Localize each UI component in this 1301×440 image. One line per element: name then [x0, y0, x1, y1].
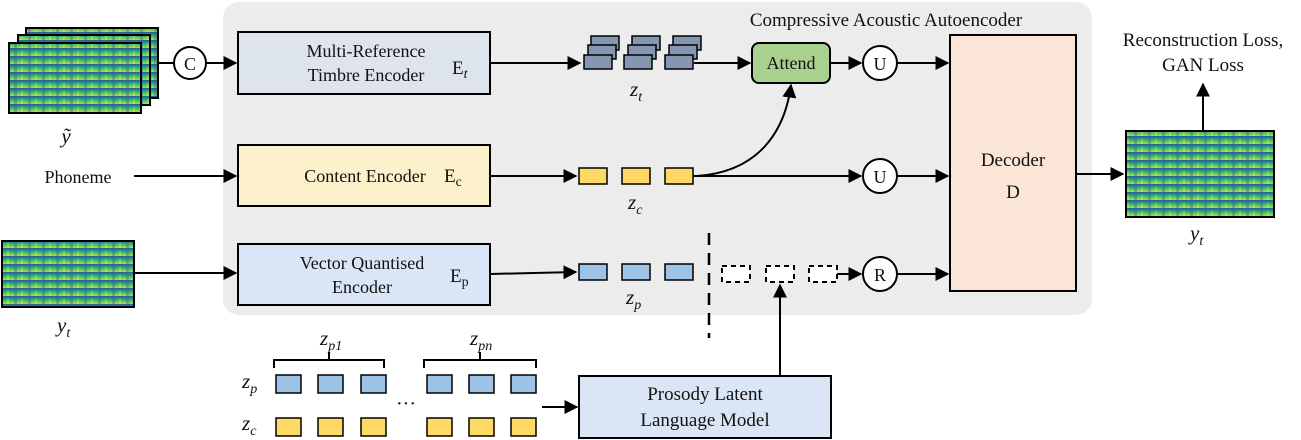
prosody-lm-line2: Language Model — [640, 410, 769, 431]
target-spectrogram — [1, 240, 135, 308]
attend-label: Attend — [767, 53, 816, 73]
zc-tokens — [578, 167, 694, 185]
vq-encoder-symbol: Ep — [450, 266, 469, 290]
panel-title: Compressive Acoustic Autoencoder — [750, 10, 1023, 31]
vq-encoder-box — [237, 243, 491, 306]
lm-row-zc-label: zc — [241, 411, 257, 439]
decoder-line1: Decoder — [981, 150, 1046, 171]
content-encoder-symbol: Ec — [444, 166, 462, 190]
zpn-label: zpn — [469, 326, 492, 354]
reference-label: ỹ — [59, 124, 71, 148]
content-encoder-line1: Content Encoder — [304, 166, 425, 186]
output-label: yt — [1188, 221, 1204, 249]
loss-line2: GAN Loss — [1162, 55, 1244, 76]
reference-spectrogram-stack — [8, 27, 159, 114]
lm-ellipsis: ··· — [396, 393, 416, 415]
vq-encoder-line2: Encoder — [332, 277, 392, 297]
repeat-label: R — [874, 265, 886, 285]
zt-tokens — [583, 35, 702, 70]
output-spectrogram — [1125, 130, 1275, 218]
zt-label: zt — [629, 77, 643, 105]
brace-zp1 — [273, 352, 385, 368]
timbre-encoder-symbol: Et — [452, 58, 469, 82]
vq-encoder-line1: Vector Quantised — [300, 253, 424, 273]
lm-zc-tokens — [275, 417, 537, 437]
prosody-lm-line1: Prosody Latent — [647, 384, 763, 405]
lm-row-zp-label: zp — [241, 369, 257, 397]
upsample-top-label: U — [874, 54, 887, 74]
zp-label: zp — [625, 285, 641, 313]
decoder-line2: D — [1006, 182, 1020, 203]
zc-label: zc — [627, 190, 643, 218]
predicted-tokens — [721, 265, 838, 283]
timbre-encoder-box — [237, 31, 491, 95]
loss-line1: Reconstruction Loss, — [1123, 30, 1283, 51]
target-input-label: yt — [55, 313, 71, 341]
upsample-middle-label: U — [874, 167, 887, 187]
lm-zp-tokens — [275, 374, 537, 394]
prosody-lm-box — [578, 375, 832, 439]
brace-zpn — [423, 352, 537, 368]
timbre-encoder-line1: Multi-Reference — [307, 41, 426, 61]
content-encoder-box — [237, 144, 491, 207]
phoneme-label: Phoneme — [45, 167, 112, 187]
concat-label: C — [184, 54, 196, 74]
zp-tokens — [578, 263, 694, 281]
timbre-encoder-line2: Timbre Encoder — [308, 65, 425, 85]
zp1-label: zp1 — [319, 326, 342, 354]
decoder-box — [949, 34, 1077, 292]
